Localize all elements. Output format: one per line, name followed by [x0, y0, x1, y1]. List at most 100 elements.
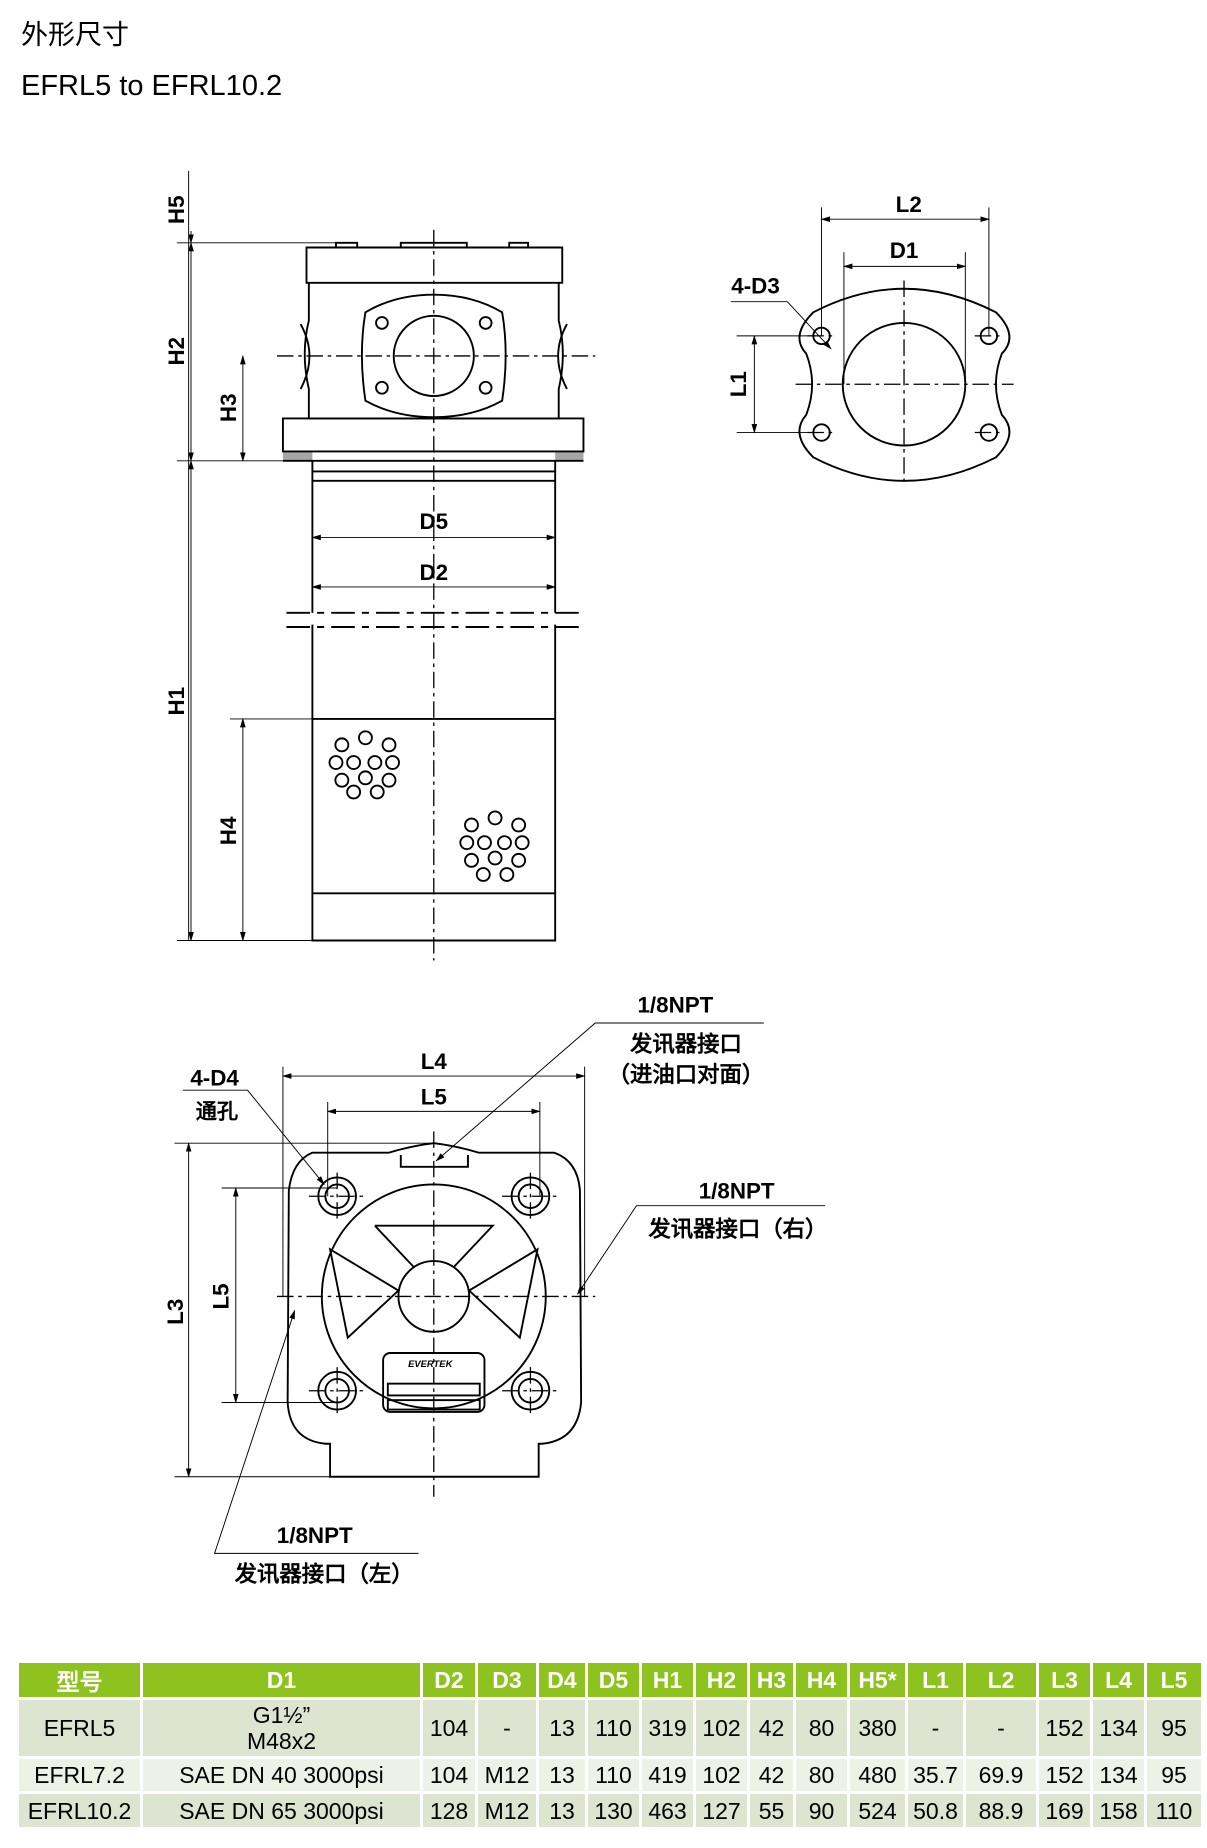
- model-cell: EFRL7.2: [19, 1759, 140, 1791]
- value-cell: 110: [588, 1700, 639, 1756]
- d1-cell: SAE DN 40 3000psi: [143, 1759, 420, 1791]
- d1-line: G1½”: [252, 1702, 311, 1728]
- col-header: D2: [423, 1663, 475, 1697]
- col-header: H5*: [850, 1663, 905, 1697]
- dim-L5-horizontal: L5: [421, 1084, 447, 1109]
- col-header: L2: [966, 1663, 1036, 1697]
- col-header: D4: [539, 1663, 585, 1697]
- value-cell: 80: [796, 1700, 847, 1756]
- d1-line: M48x2: [246, 1728, 317, 1754]
- model-cell: EFRL10.2: [19, 1794, 140, 1827]
- table-header: 型号 D1 D2 D3 D4 D5 H1 H2 H3 H4 H5* L1 L2 …: [19, 1663, 1201, 1697]
- value-cell: 50.8: [908, 1794, 963, 1827]
- flange-view: L2 D1 4-D3 L1: [726, 192, 1014, 486]
- value-cell: 42: [750, 1700, 793, 1756]
- dim-L3: L3: [163, 1299, 188, 1325]
- value-cell: -: [908, 1700, 963, 1756]
- dim-L1: L1: [726, 371, 751, 397]
- col-header: D1: [143, 1663, 420, 1697]
- port-left-label: 发讯器接口（左）: [234, 1561, 414, 1588]
- value-cell: 102: [696, 1700, 747, 1756]
- port-right-label: 发讯器接口（右）: [647, 1215, 827, 1242]
- value-cell: 524: [850, 1794, 905, 1827]
- value-cell: M12: [478, 1759, 536, 1791]
- value-cell: 80: [796, 1759, 847, 1791]
- value-cell: -: [966, 1700, 1036, 1756]
- value-cell: 319: [642, 1700, 693, 1756]
- value-cell: 104: [423, 1700, 475, 1756]
- col-header: H3: [750, 1663, 793, 1697]
- model-cell: EFRL5: [19, 1700, 140, 1756]
- col-header: D5: [588, 1663, 639, 1697]
- col-header: H4: [796, 1663, 847, 1697]
- dim-H1: H1: [164, 687, 189, 716]
- dimension-table: 型号 D1 D2 D3 D4 D5 H1 H2 H3 H4 H5* L1 L2 …: [16, 1660, 1204, 1830]
- col-header: L1: [908, 1663, 963, 1697]
- dim-D3: 4-D3: [731, 273, 780, 298]
- d1-cell: SAE DN 65 3000psi: [143, 1794, 420, 1827]
- value-cell: 13: [539, 1759, 585, 1791]
- value-cell: 110: [1147, 1794, 1201, 1827]
- value-cell: 88.9: [966, 1794, 1036, 1827]
- value-cell: 169: [1039, 1794, 1090, 1827]
- value-cell: 134: [1093, 1759, 1144, 1791]
- value-cell: 152: [1039, 1700, 1090, 1756]
- dim-D4: 4-D4: [190, 1065, 239, 1090]
- d1-cell: G1½”M48x2: [143, 1700, 420, 1756]
- value-cell: 95: [1147, 1700, 1201, 1756]
- col-header: H2: [696, 1663, 747, 1697]
- value-cell: 55: [750, 1794, 793, 1827]
- bottom-view: EVERTEK L4 L5 L3 L5 4-D4 通孔 1/8NPT: [163, 992, 828, 1587]
- value-cell: 110: [588, 1759, 639, 1791]
- value-cell: 42: [750, 1759, 793, 1791]
- value-cell: 13: [539, 1700, 585, 1756]
- dim-L4: L4: [421, 1049, 448, 1074]
- value-cell: -: [478, 1700, 536, 1756]
- drain-holes: [328, 730, 530, 882]
- value-cell: 463: [642, 1794, 693, 1827]
- dim-L2: L2: [896, 192, 922, 217]
- dim-D5: D5: [419, 509, 448, 534]
- model-range-title: EFRL5 to EFRL10.2: [21, 70, 283, 102]
- dim-H5: H5: [164, 195, 189, 224]
- value-cell: 35.7: [908, 1759, 963, 1791]
- through-hole-note: 通孔: [196, 1099, 238, 1124]
- value-cell: 102: [696, 1759, 747, 1791]
- value-cell: 480: [850, 1759, 905, 1791]
- col-header: L5: [1147, 1663, 1201, 1697]
- col-header: 型号: [19, 1663, 140, 1697]
- value-cell: 419: [642, 1759, 693, 1791]
- dim-L5-vertical: L5: [209, 1283, 234, 1309]
- port-left-spec: 1/8NPT: [277, 1523, 353, 1548]
- section-title: 外形尺寸: [21, 20, 129, 51]
- value-cell: 13: [539, 1794, 585, 1827]
- dim-D1: D1: [890, 238, 919, 263]
- col-header: L3: [1039, 1663, 1090, 1697]
- port-right-spec: 1/8NPT: [699, 1179, 775, 1204]
- col-header: L4: [1093, 1663, 1144, 1697]
- value-cell: 134: [1093, 1700, 1144, 1756]
- value-cell: 158: [1093, 1794, 1144, 1827]
- front-view: H5 H2 H3 H1 H4 D5 D2: [164, 170, 596, 961]
- brand-logo: EVERTEK: [408, 1358, 453, 1369]
- dim-H4: H4: [216, 816, 241, 845]
- col-header: D3: [478, 1663, 536, 1697]
- value-cell: 128: [423, 1794, 475, 1827]
- dim-D2: D2: [419, 560, 448, 585]
- col-header: H1: [642, 1663, 693, 1697]
- dim-H2: H2: [164, 337, 189, 366]
- port-opposite-spec: 1/8NPT: [637, 992, 713, 1017]
- port-opposite-label: 发讯器接口: [629, 1030, 742, 1057]
- value-cell: 127: [696, 1794, 747, 1827]
- value-cell: 152: [1039, 1759, 1090, 1791]
- value-cell: 95: [1147, 1759, 1201, 1791]
- dim-H3: H3: [216, 393, 241, 422]
- value-cell: 90: [796, 1794, 847, 1827]
- value-cell: M12: [478, 1794, 536, 1827]
- value-cell: 130: [588, 1794, 639, 1827]
